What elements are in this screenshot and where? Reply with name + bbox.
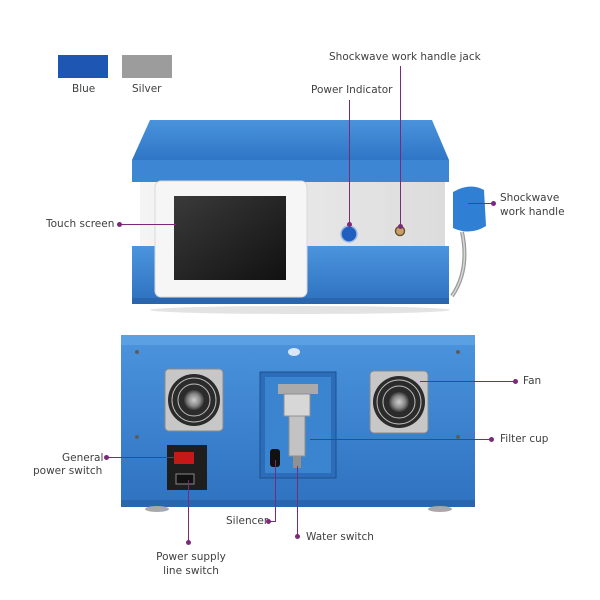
silencer-callout-line-h xyxy=(268,521,276,522)
power-indicator-callout-dot xyxy=(347,222,352,227)
handle-jack-callout-line xyxy=(400,66,401,226)
silencer-callout-dot xyxy=(266,519,271,524)
filter-cup xyxy=(283,393,311,417)
filter-cup-label: Filter cup xyxy=(500,433,549,445)
shockwave-handle xyxy=(453,186,486,232)
silencer xyxy=(270,449,280,467)
handle-callout-line xyxy=(468,203,494,204)
water-switch-callout-dot xyxy=(295,534,300,539)
handle-jack-callout-dot xyxy=(398,224,403,229)
general-switch-callout-line xyxy=(106,457,184,458)
fan-label: Fan xyxy=(523,375,542,387)
handle-label-line2: work handle xyxy=(500,206,565,218)
blue-swatch xyxy=(58,55,108,78)
handle-callout-dot xyxy=(491,201,496,206)
supply-switch-callout-dot xyxy=(186,540,191,545)
power-indicator-label: Power Indicator xyxy=(311,84,393,96)
fan-callout-dot xyxy=(513,379,518,384)
supply-switch-label-line2: line switch xyxy=(163,565,219,577)
water-switch-label: Water switch xyxy=(306,531,374,543)
back-unit xyxy=(121,335,475,512)
silver-swatch xyxy=(122,55,172,78)
blue-swatch-label: Blue xyxy=(72,83,96,95)
handle-label-line1: Shockwave xyxy=(500,192,560,204)
silver-swatch-label: Silver xyxy=(132,83,162,95)
filter-cup-callout-line xyxy=(310,439,492,440)
silencer-label: Silencer xyxy=(226,515,269,527)
power-indicator xyxy=(340,225,358,243)
filter-cup-callout-dot xyxy=(489,437,494,442)
touch-screen xyxy=(174,196,286,280)
fan-callout-line xyxy=(420,381,515,382)
supply-switch-callout-line xyxy=(188,480,189,542)
handle-jack-label: Shockwave work handle jack xyxy=(329,51,481,63)
touch-screen-callout-dot xyxy=(117,222,122,227)
touch-screen-callout-line xyxy=(120,224,176,225)
power-indicator-callout-line xyxy=(349,100,350,224)
front-unit xyxy=(132,120,486,314)
supply-switch-label-line1: Power supply xyxy=(156,551,226,563)
water-switch-callout-line xyxy=(297,466,298,536)
touch-screen-label: Touch screen xyxy=(46,218,115,230)
general-switch-callout-dot xyxy=(104,455,109,460)
general-switch-label-line1: General xyxy=(62,452,104,464)
silencer-callout-line-v xyxy=(275,460,276,522)
general-switch-label-line2: power switch xyxy=(33,465,103,477)
